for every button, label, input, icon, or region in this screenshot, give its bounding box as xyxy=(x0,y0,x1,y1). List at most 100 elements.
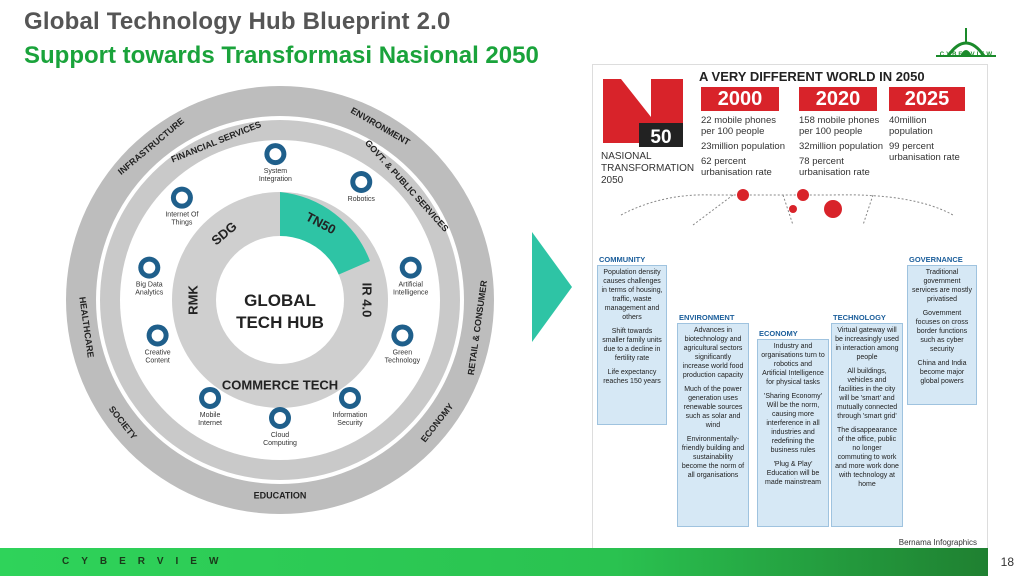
creative-brain-icon xyxy=(146,324,169,347)
inner-segment-rmk: RMK xyxy=(185,285,200,315)
connector-node xyxy=(797,189,809,201)
year-box-2000: 2000 xyxy=(701,87,779,111)
category-text: Government focuses on cross border funct… xyxy=(915,310,969,353)
category-column-governance: Traditional government services are most… xyxy=(907,265,977,405)
connector-node xyxy=(824,200,842,218)
category-text: Life expectancy reaches 150 years xyxy=(603,369,661,385)
footer-brand: CYBERVIEW xyxy=(62,556,231,567)
category-text: 'Sharing Economy' Will be the norm, caus… xyxy=(764,393,822,454)
category-column-community: Population density causes challenges in … xyxy=(597,265,667,425)
category-label-economy: ECONOMY xyxy=(759,329,798,338)
category-label-governance: GOVERNANCE xyxy=(909,255,963,264)
page-subtitle: Support towards Transformasi Nasional 20… xyxy=(24,42,539,69)
stat-line: 99 percent xyxy=(889,141,934,152)
nasional-line: TRANSFORMATION xyxy=(601,163,695,174)
stat-line: urbanisation rate xyxy=(889,152,960,163)
connector-node xyxy=(789,205,797,213)
stat-line: 23million population xyxy=(701,141,785,152)
stat-line: 22 mobile phones xyxy=(701,115,776,126)
sector-education: EDUCATION xyxy=(254,490,307,500)
tech-item-label: Robotics xyxy=(348,196,376,203)
page-title: Global Technology Hub Blueprint 2.0 xyxy=(24,8,451,35)
nasional-line: NASIONAL xyxy=(601,151,652,162)
tn50-logo: 50 xyxy=(599,71,685,151)
category-text: Virtual gateway will be increasingly use… xyxy=(835,327,899,361)
category-label-technology: TECHNOLOGY xyxy=(833,313,886,322)
infographic-credit: Bernama Infographics xyxy=(898,538,977,547)
category-text: Shift towards smaller family units due t… xyxy=(602,328,662,362)
logo-wordmark: CYBERVIEW xyxy=(939,52,994,58)
robot-icon xyxy=(350,170,373,193)
puzzle-icon xyxy=(264,143,287,166)
tech-item-robotics: Robotics xyxy=(348,170,376,203)
stat-line: 78 percent xyxy=(799,156,844,167)
category-text: Population density causes challenges in … xyxy=(601,269,663,321)
brain-icon xyxy=(399,256,422,279)
bolt-icon xyxy=(391,324,414,347)
page-number: 18 xyxy=(1000,555,1014,569)
inner-segment-ir-4-0: IR 4.0 xyxy=(360,283,375,318)
nasional-line: 2050 xyxy=(601,175,624,186)
stat-line: 62 percent xyxy=(701,156,746,167)
page-number-box: 18 xyxy=(988,548,1024,576)
connector-node xyxy=(737,189,749,201)
category-column-economy: Industry and organisations turn to robot… xyxy=(757,339,829,527)
lock-icon xyxy=(338,386,361,409)
category-label-environment: ENVIRONMENT xyxy=(679,313,735,322)
stat-line: 40million xyxy=(889,115,927,126)
stat-line: per 100 people xyxy=(799,126,863,137)
usb-icon xyxy=(170,186,193,209)
cloud-icon xyxy=(269,407,291,429)
cubes-icon xyxy=(138,256,161,279)
nasional-label: NASIONAL TRANSFORMATION 2050 xyxy=(601,151,694,187)
category-text: China and India become major global powe… xyxy=(917,360,967,385)
phone-icon xyxy=(199,386,222,409)
year-box-2025: 2025 xyxy=(889,87,965,111)
category-column-technology: Virtual gateway will be increasingly use… xyxy=(831,323,903,527)
category-label-community: COMMUNITY xyxy=(599,255,646,264)
year-box-2020: 2020 xyxy=(799,87,877,111)
hub-title-line1: GLOBAL xyxy=(244,291,316,310)
logo-number: 50 xyxy=(650,127,671,148)
category-text: All buildings, vehicles and facilities i… xyxy=(836,368,898,420)
stat-line: urbanisation rate xyxy=(799,167,870,178)
stat-line: population xyxy=(889,126,933,137)
category-column-environment: Advances in biotechnology and agricultur… xyxy=(677,323,749,527)
stat-line: 158 mobile phones xyxy=(799,115,880,126)
infographic-heading: A VERY DIFFERENT WORLD IN 2050 xyxy=(699,69,925,84)
category-text: Traditional government services are most… xyxy=(912,269,972,303)
infographic-panel: 50 NASIONAL TRANSFORMATION 2050 A VERY D… xyxy=(592,64,988,552)
category-text: Advances in biotechnology and agricultur… xyxy=(682,327,744,379)
category-text: 'Plug & Play' Education will be made mai… xyxy=(764,461,822,486)
inner-segment-commerce-tech: COMMERCE TECH xyxy=(222,377,338,392)
category-text: Environmentally-friendly building and su… xyxy=(681,436,745,479)
cyberview-logo xyxy=(936,28,996,57)
transition-arrow xyxy=(532,232,572,342)
stat-line: 32million population xyxy=(799,141,883,152)
hub-center xyxy=(216,236,344,364)
connector-lines xyxy=(620,189,954,226)
category-text: Industry and organisations turn to robot… xyxy=(761,343,825,386)
hub-title-line2: TECH HUB xyxy=(236,313,324,332)
stat-line: per 100 people xyxy=(701,126,765,137)
footer-bar: CYBERVIEW 18 xyxy=(0,548,1024,576)
